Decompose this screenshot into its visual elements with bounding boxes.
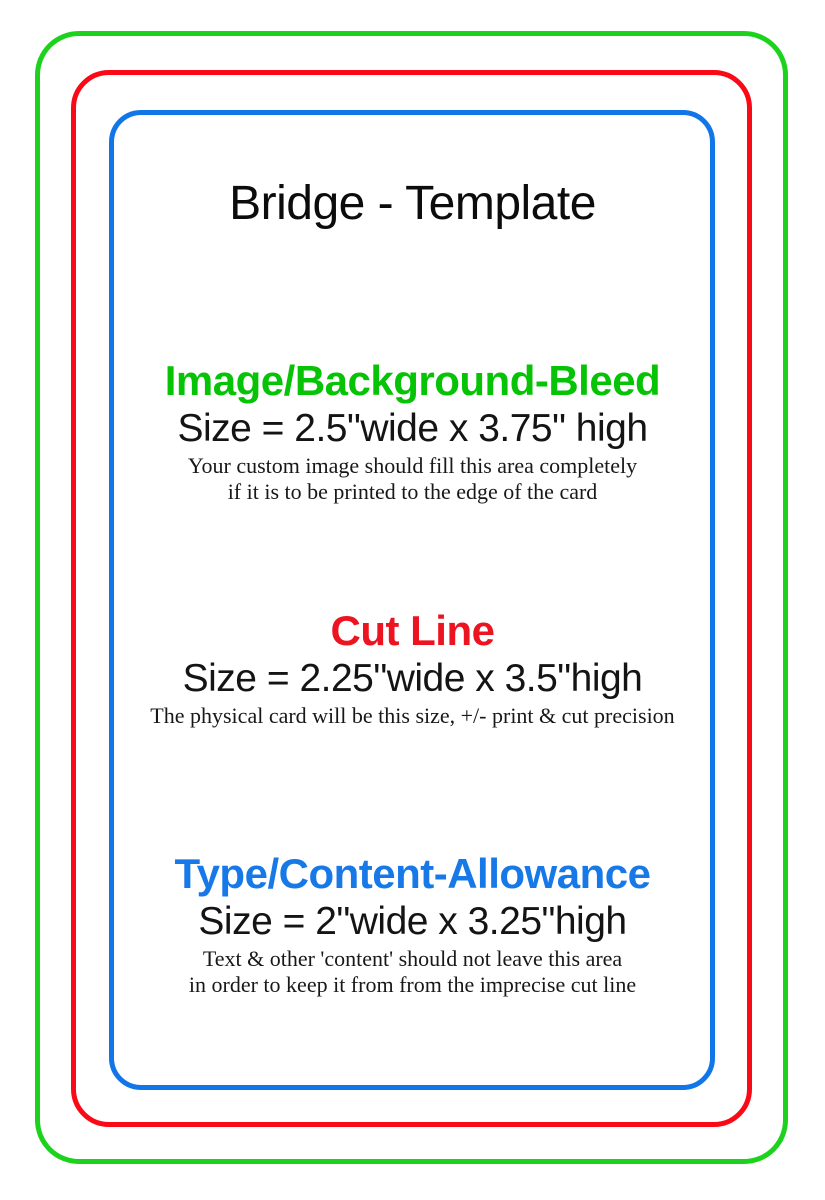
bleed-size-text: Size = 2.5"wide x 3.75" high [177, 407, 648, 450]
content-border-outline [109, 110, 715, 1090]
content-caption-line1: Text & other 'content' should not leave … [202, 946, 623, 971]
cut-line-heading: Cut Line [330, 607, 495, 654]
bleed-caption-line1: Your custom image should fill this area … [187, 453, 638, 478]
page-title: Bridge - Template [229, 177, 596, 230]
cut-line-section: Cut Line Size = 2.25"wide x 3.5"high The… [0, 606, 825, 729]
content-heading: Type/Content-Allowance [174, 850, 651, 897]
bleed-section: Image/Background-Bleed Size = 2.5"wide x… [0, 356, 825, 505]
cut-line-caption: The physical card will be this size, +/-… [0, 703, 825, 729]
content-caption-line2: in order to keep it from from the imprec… [188, 972, 637, 997]
bleed-caption: Your custom image should fill this area … [0, 453, 825, 505]
cut-line-border-outline [71, 70, 752, 1127]
content-section: Type/Content-Allowance Size = 2"wide x 3… [0, 849, 825, 998]
cut-line-size-text: Size = 2.25"wide x 3.5"high [182, 657, 643, 700]
bleed-border-outline [35, 31, 788, 1164]
cut-line-caption-line1: The physical card will be this size, +/-… [150, 703, 675, 728]
content-size-text: Size = 2"wide x 3.25"high [198, 900, 627, 943]
bleed-heading: Image/Background-Bleed [164, 357, 661, 404]
bleed-caption-line2: if it is to be printed to the edge of th… [227, 479, 598, 504]
content-caption: Text & other 'content' should not leave … [0, 946, 825, 998]
